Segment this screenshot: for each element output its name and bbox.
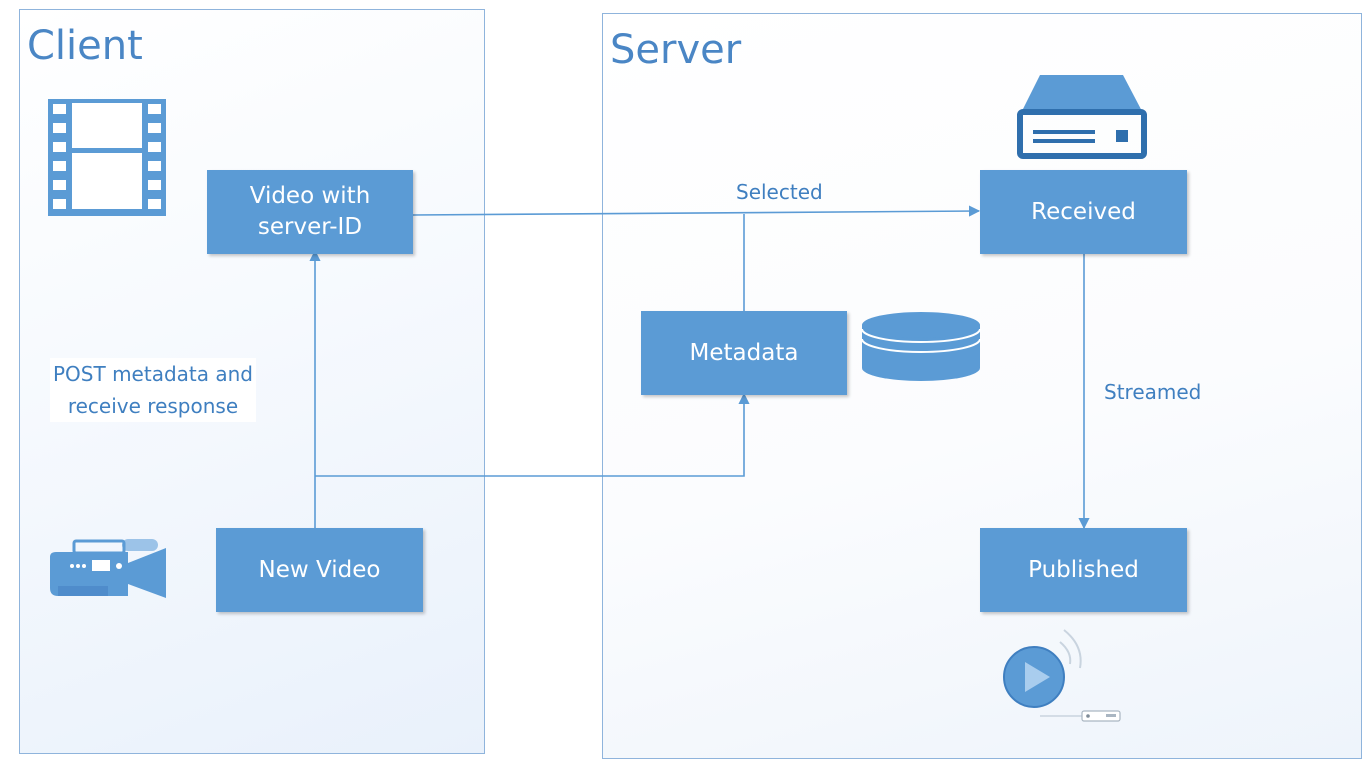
selected-label: Selected (736, 180, 823, 204)
database-icon (861, 312, 981, 381)
published-box[interactable]: Published (980, 528, 1187, 612)
streamed-label: Streamed (1104, 380, 1202, 404)
video-camera-icon (50, 539, 166, 598)
client-title: Client (27, 23, 143, 69)
received-box[interactable]: Received (980, 170, 1187, 254)
film-strip-icon (48, 99, 166, 216)
server-title: Server (610, 27, 742, 73)
media-player-icon (1003, 629, 1121, 722)
edge-videoid-to-received (412, 205, 981, 217)
new-video-box[interactable]: New Video (216, 528, 423, 612)
server-icon (1017, 75, 1147, 159)
post-metadata-label: POST metadata and receive response (50, 358, 256, 422)
edge-post-to-metadata (315, 392, 750, 477)
video-with-server-id-box[interactable]: Video with server-ID (207, 170, 413, 254)
metadata-box[interactable]: Metadata (641, 311, 847, 395)
